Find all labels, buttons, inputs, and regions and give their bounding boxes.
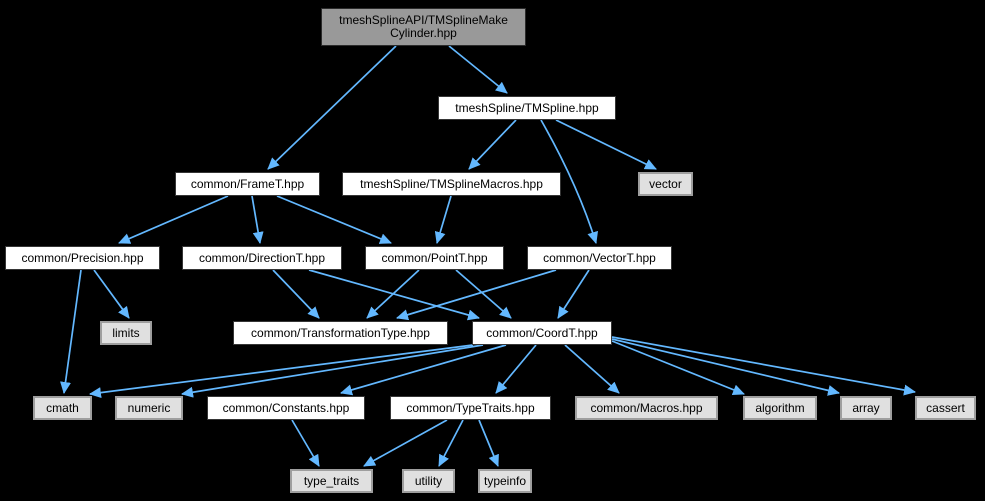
node-coordt[interactable]: common/CoordT.hpp <box>472 321 612 345</box>
node-main: tmeshSplineAPI/TMSplineMake Cylinder.hpp <box>321 8 526 46</box>
edge-vectort-to-coordt <box>557 269 590 319</box>
edge-coordt-to-cmath <box>89 344 474 399</box>
edge-tmspline-to-tmsplinemacros <box>468 119 517 170</box>
edge-tmsplinemacros-to-pointt <box>434 195 452 244</box>
node-tmsplinemacros[interactable]: tmeshSpline/TMSplineMacros.hpp <box>342 172 561 196</box>
node-directiont[interactable]: common/DirectionT.hpp <box>182 246 342 270</box>
node-transformationtype[interactable]: common/TransformationType.hpp <box>233 321 448 345</box>
edge-framet-to-precision <box>118 195 229 244</box>
node-array: array <box>840 396 892 420</box>
edge-typetraits-to-type_traits <box>363 419 448 467</box>
edge-precision-to-cmath <box>60 269 82 394</box>
edge-typetraits-to-utility <box>438 419 464 467</box>
node-typeinfo: typeinfo <box>478 469 532 493</box>
node-numeric: numeric <box>115 396 183 420</box>
node-cassert: cassert <box>915 396 976 420</box>
edge-precision-to-limits <box>93 269 130 319</box>
node-utility: utility <box>402 469 455 493</box>
edge-pointt-to-coordt <box>455 269 512 319</box>
edge-tmspline-to-vectort <box>540 119 598 244</box>
node-typetraits[interactable]: common/TypeTraits.hpp <box>390 396 551 420</box>
node-vector: vector <box>638 172 693 196</box>
edge-coordt-to-array <box>611 338 840 396</box>
node-type_traits: type_traits <box>290 469 373 493</box>
edge-directiont-to-transformationtype <box>272 269 320 319</box>
edge-coordt-to-cassert <box>611 336 916 396</box>
edge-main-to-framet <box>267 45 397 170</box>
node-macros: common/Macros.hpp <box>575 396 718 420</box>
node-vectort[interactable]: common/VectorT.hpp <box>527 246 672 270</box>
node-framet[interactable]: common/FrameT.hpp <box>175 172 320 196</box>
node-algorithm: algorithm <box>743 396 817 420</box>
edge-framet-to-directiont <box>251 195 264 244</box>
edge-coordt-to-typetraits <box>495 344 537 394</box>
node-tmspline[interactable]: tmeshSpline/TMSpline.hpp <box>438 96 616 120</box>
edge-coordt-to-macros <box>564 344 620 394</box>
edge-framet-to-pointt <box>276 195 392 244</box>
edge-typetraits-to-typeinfo <box>478 419 499 467</box>
node-precision[interactable]: common/Precision.hpp <box>5 246 160 270</box>
edge-coordt-to-numeric <box>181 344 484 398</box>
edge-main-to-tmspline <box>448 45 508 94</box>
edge-vectort-to-transformationtype <box>396 269 557 321</box>
node-cmath: cmath <box>33 396 92 420</box>
edge-tmspline-to-vector <box>555 119 657 170</box>
edge-coordt-to-constants <box>340 344 507 396</box>
node-limits: limits <box>100 321 152 345</box>
edge-constants-to-type_traits <box>291 419 320 467</box>
node-constants[interactable]: common/Constants.hpp <box>207 396 365 420</box>
edge-pointt-to-transformationtype <box>366 269 420 319</box>
node-pointt[interactable]: common/PointT.hpp <box>365 246 504 270</box>
edge-coordt-to-algorithm <box>611 340 745 396</box>
